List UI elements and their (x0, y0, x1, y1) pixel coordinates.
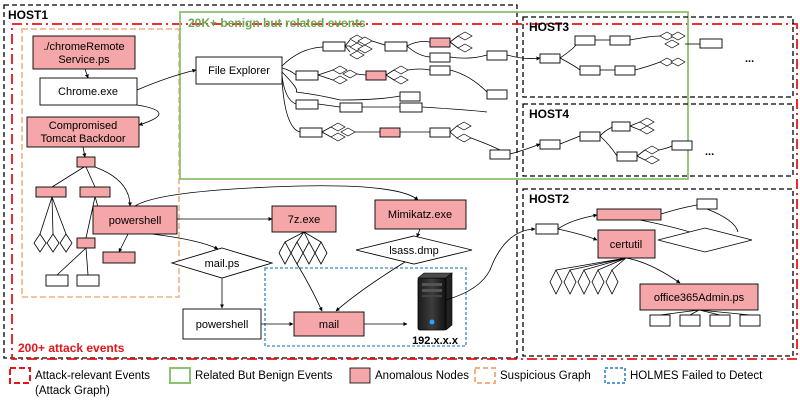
office365-label: office365Admin.ps (654, 292, 745, 304)
legend-swatch-suspicious (474, 367, 496, 384)
host3-ellipsis: ... (745, 53, 754, 65)
certutil-label: certutil (610, 239, 642, 251)
powershell2-label: powershell (196, 319, 249, 331)
powershell-node (92, 205, 178, 235)
suspicious-node (45, 274, 69, 287)
benign-events-region (179, 11, 689, 180)
suspicious-node (76, 274, 100, 287)
mail-ps-label: mail.ps (205, 258, 240, 270)
holmes-region (264, 267, 467, 347)
server-icon (417, 272, 453, 331)
legend-suspicious-label: Suspicious Graph (500, 370, 591, 382)
office365-children (649, 309, 761, 327)
suspicious-node (76, 237, 96, 249)
legend-swatch-benign (169, 367, 191, 384)
host1-border (3, 4, 518, 359)
file-explorer-label: File Explorer (208, 65, 270, 77)
attack-events-label: 200+ attack events (18, 341, 125, 355)
suspicious-diamonds (33, 233, 73, 253)
sevenz-node (271, 205, 337, 233)
lsass-node (355, 235, 473, 265)
legend-holmes-label: HOLMES Failed to Detect (630, 370, 763, 382)
suspicious-node (35, 186, 67, 198)
certutil-node (597, 229, 656, 259)
legend-swatch-attack (9, 367, 31, 384)
anomalous-node (102, 251, 136, 264)
suspicious-node (76, 156, 96, 168)
legend-benign-label: Related But Benign Events (195, 370, 333, 382)
host4-border (522, 103, 794, 177)
host4-label: HOST4 (529, 107, 569, 121)
chrome-remote-label-2: Service.ps (58, 54, 110, 66)
sevenz-diamonds (278, 241, 328, 265)
benign-events-label: 20K+ benign but related events (188, 16, 366, 30)
host4-ellipsis: ... (705, 146, 714, 158)
legend-attack-label-2: (Attack Graph) (35, 385, 110, 397)
benign-event-graph (281, 31, 541, 160)
legend-swatch-holmes (604, 367, 626, 384)
powershell2-node (182, 308, 262, 340)
chrome-exe-label: Chrome.exe (58, 86, 118, 98)
suspicious-node (79, 186, 111, 198)
legend-swatch-anomalous (349, 367, 371, 384)
server-ip-label: 192.x.x.x (412, 335, 459, 347)
host3-label: HOST3 (529, 20, 569, 34)
mimikatz-node (374, 199, 467, 230)
host3-border (522, 16, 794, 98)
host2-border (522, 188, 794, 357)
host2-graph (535, 198, 753, 253)
suspicious-graph-region (21, 28, 180, 298)
sevenz-label: 7z.exe (288, 214, 320, 226)
host3-graph (539, 31, 723, 76)
host4-graph (539, 117, 693, 165)
tomcat-node (26, 116, 140, 148)
mail-label: mail (319, 319, 339, 331)
tomcat-label-2: Tomcat Backdoor (41, 133, 126, 145)
certutil-children (549, 257, 681, 295)
host2-label: HOST2 (529, 192, 569, 206)
legend: Attack-relevant Events (Attack Graph) Re… (9, 367, 763, 397)
tomcat-label: Compromised (49, 120, 117, 132)
chrome-remote-label: ./chromeRemote (43, 41, 124, 53)
legend-anomalous-label: Anomalous Nodes (375, 370, 469, 382)
host1-label: HOST1 (8, 8, 48, 22)
lsass-label: lsass.dmp (389, 245, 439, 257)
legend-attack-label: Attack-relevant Events (35, 370, 150, 382)
office365-node (639, 283, 759, 311)
file-explorer-node (195, 56, 283, 85)
mimikatz-label: Mimikatz.exe (388, 209, 452, 221)
powershell-label: powershell (109, 215, 162, 227)
chrome-exe-node (39, 77, 138, 106)
chrome-remote-node (32, 35, 136, 70)
